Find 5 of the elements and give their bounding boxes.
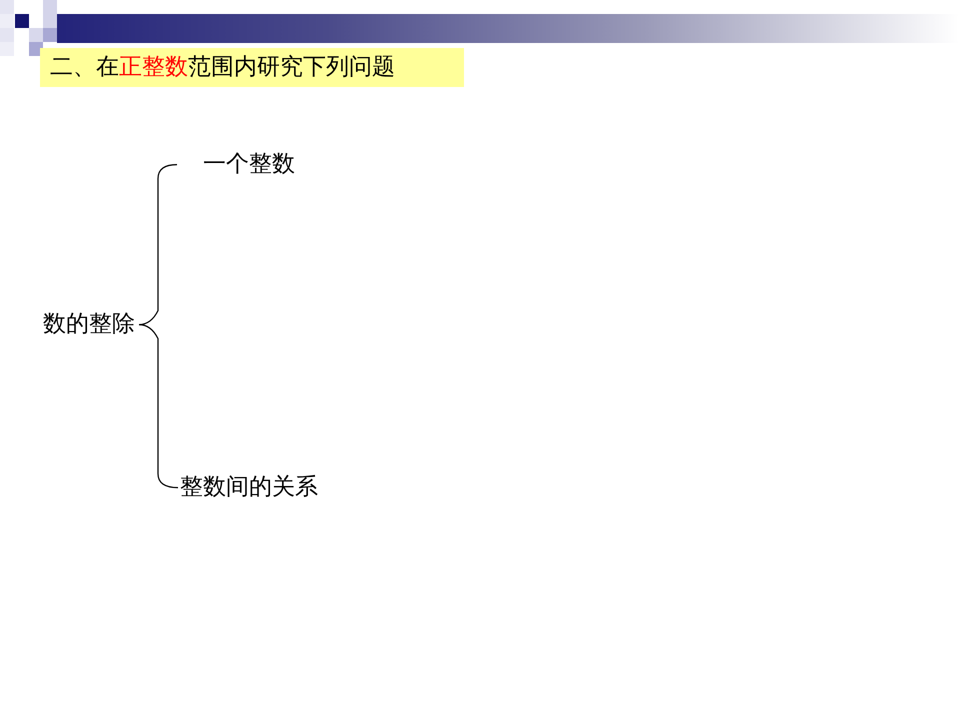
subtopic-text: 整数间的关系 [178,475,318,500]
subtopic-text: 一个整数 [177,152,295,178]
slide-title: 二、在正整数范围内研究下列问题 [40,48,464,87]
topic-text: 数的整除 [40,312,139,338]
brace-arm [138,324,178,488]
